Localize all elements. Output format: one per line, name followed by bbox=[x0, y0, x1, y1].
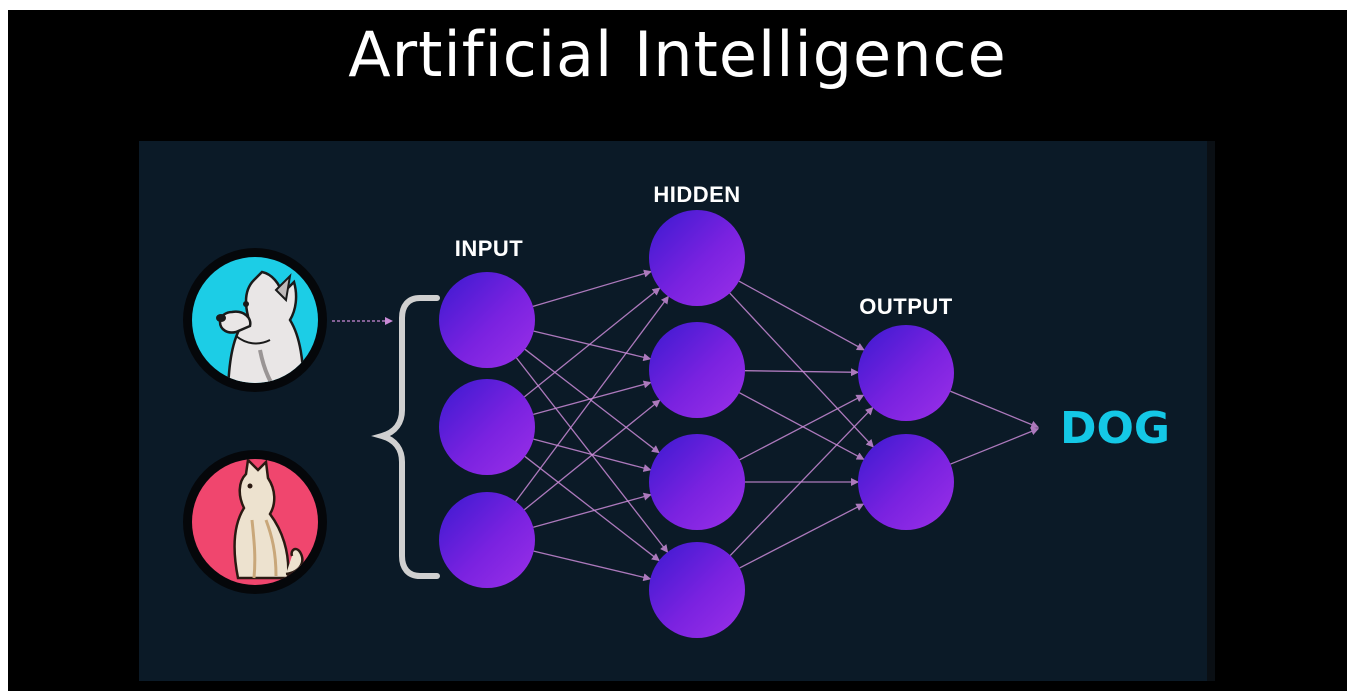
connection-hidden-4-output-2 bbox=[739, 503, 865, 569]
connection-hidden-4-output-1 bbox=[729, 406, 874, 556]
connection-input-1-hidden-2 bbox=[533, 330, 652, 362]
hidden-node-3 bbox=[649, 434, 745, 530]
page-title: Artificial Intelligence bbox=[348, 18, 1007, 91]
connection-input-3-hidden-2 bbox=[523, 399, 661, 511]
input-node-2 bbox=[439, 379, 535, 475]
connection-input-3-hidden-1 bbox=[515, 295, 669, 502]
input-node-3 bbox=[439, 492, 535, 588]
connection-output-1-result bbox=[950, 390, 1040, 429]
dog-icon bbox=[216, 270, 306, 383]
input-node-1 bbox=[439, 272, 535, 368]
hidden-node-4 bbox=[649, 542, 745, 638]
connection-hidden-2-output-2 bbox=[739, 392, 865, 460]
connection-input-3-hidden-4 bbox=[533, 550, 652, 582]
input-bracket bbox=[371, 295, 440, 579]
input-layer-label: INPUT bbox=[455, 236, 524, 261]
panel-edge bbox=[1207, 141, 1215, 681]
cat-icon bbox=[233, 459, 304, 580]
connection-input-3-hidden-3 bbox=[533, 492, 652, 528]
cat-image bbox=[183, 450, 327, 594]
connection-input-2-hidden-4 bbox=[524, 455, 660, 562]
connection-hidden-1-output-1 bbox=[738, 280, 865, 351]
hidden-layer-label: HIDDEN bbox=[653, 182, 740, 207]
connection-input-1-hidden-1 bbox=[532, 269, 652, 308]
connection-hidden-1-output-2 bbox=[729, 292, 874, 448]
output-node-1 bbox=[858, 325, 954, 421]
connection-lines bbox=[515, 269, 1040, 582]
connection-input-1-hidden-3 bbox=[524, 348, 660, 454]
hidden-node-1 bbox=[649, 210, 745, 306]
dog-image bbox=[183, 248, 327, 392]
connection-hidden-3-output-1 bbox=[739, 394, 865, 461]
connection-output-2-result bbox=[950, 427, 1040, 465]
hidden-node-2 bbox=[649, 322, 745, 418]
output-node-2 bbox=[858, 434, 954, 530]
connection-hidden-2-output-1 bbox=[744, 368, 860, 377]
network-nodes bbox=[439, 210, 954, 638]
connection-input-2-hidden-1 bbox=[523, 287, 661, 398]
output-layer-label: OUTPUT bbox=[859, 294, 953, 319]
result-label: DOG bbox=[1060, 403, 1170, 454]
